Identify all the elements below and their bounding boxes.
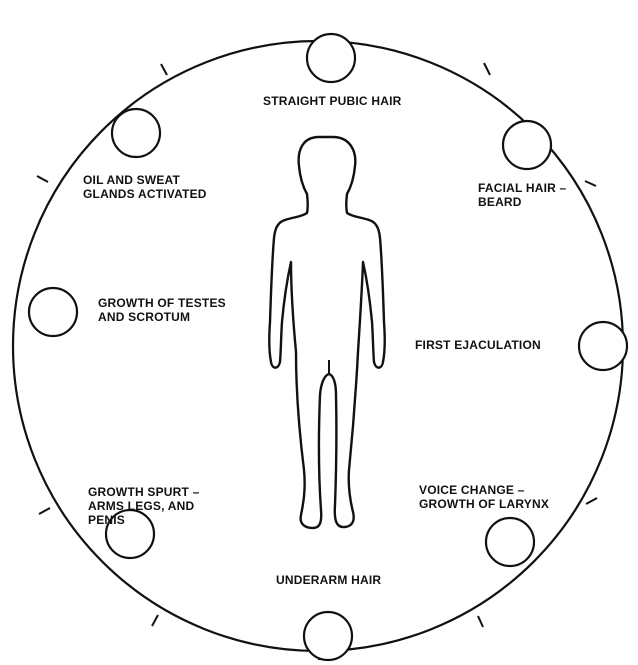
circle-facial-hair: [503, 121, 551, 169]
tick-9: [161, 64, 167, 75]
tick-8: [37, 176, 48, 182]
label-facial-hair: FACIAL HAIR – BEARD: [478, 181, 566, 209]
tick-4: [478, 616, 483, 627]
circle-growth-testes: [29, 288, 77, 336]
tick-2: [585, 181, 596, 186]
label-oil-sweat: OIL AND SWEAT GLANDS ACTIVATED: [83, 173, 207, 201]
circle-first-ejaculation: [579, 322, 627, 370]
tick-1: [484, 63, 490, 75]
label-growth-testes: GROWTH OF TESTES AND SCROTUM: [98, 296, 226, 324]
label-underarm-hair: UNDERARM HAIR: [276, 573, 381, 587]
label-voice-change: VOICE CHANGE – GROWTH OF LARYNX: [419, 483, 549, 511]
body-silhouette: [269, 137, 384, 528]
circle-underarm-hair: [304, 612, 352, 660]
label-first-ejaculation: FIRST EJACULATION: [415, 338, 541, 352]
tick-7: [39, 508, 50, 514]
tick-6: [152, 615, 158, 626]
tick-3: [586, 498, 597, 504]
label-growth-spurt: GROWTH SPURT – ARMS LEGS, AND PENIS: [88, 485, 199, 527]
label-straight-pubic-hair: STRAIGHT PUBIC HAIR: [263, 94, 401, 108]
circle-oil-sweat: [112, 109, 160, 157]
circle-voice-change: [486, 518, 534, 566]
circle-straight-pubic-hair: [307, 34, 355, 82]
